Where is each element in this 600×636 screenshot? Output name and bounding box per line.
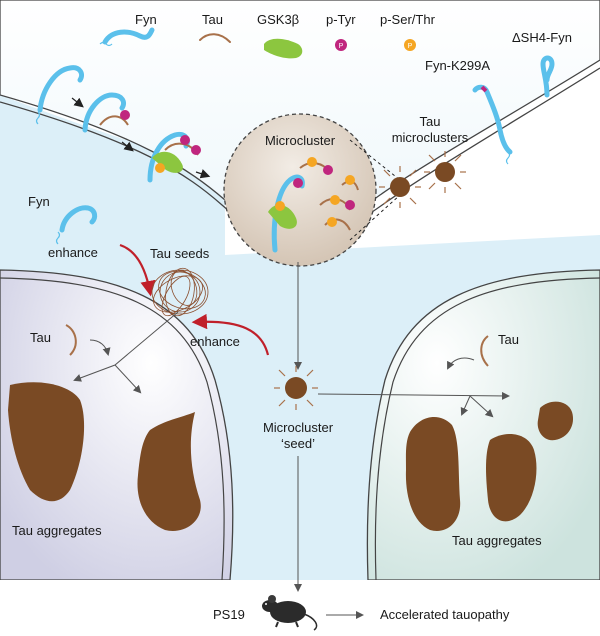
legend-tau-label: Tau: [202, 12, 223, 27]
legend-gsk3b-icon: [264, 38, 303, 59]
tau-aggregate-left-1: [8, 382, 85, 502]
enhance-top-arrow: [119, 243, 156, 297]
microcluster: Microcluster: [223, 113, 377, 267]
tau-left-icon: [65, 324, 77, 356]
tau-aggregates-right-label: Tau aggregates: [452, 533, 542, 548]
tau-right-icon: [480, 335, 489, 367]
legend-ptyr-label: p-Tyr: [326, 12, 356, 27]
dsh4-fyn-icon: [540, 55, 555, 98]
microcluster-seed: [274, 366, 318, 410]
tau-seeds-tangle: [151, 267, 209, 317]
microcluster-seed-label-1: Microcluster: [263, 420, 334, 435]
legend-pserthr-label: p-Ser/Thr: [380, 12, 436, 27]
tau-aggregates-left-label: Tau aggregates: [12, 523, 102, 538]
legend-ptyr-icon: [335, 39, 347, 51]
fyn-k299a-shape: [472, 84, 513, 165]
tau-aggregate-right-2: [486, 434, 537, 522]
legend-pserthr-icon: [404, 39, 416, 51]
enhance-top-label: enhance: [48, 245, 98, 260]
tau-aggregate-left-2: [137, 412, 201, 531]
fyn-tau-progression: [35, 65, 211, 183]
arrow-seed-to-right: [317, 391, 510, 400]
ps19-label: PS19: [213, 607, 245, 622]
tau-microcluster-1: [379, 166, 421, 208]
tau-aggregate-right-3: [537, 401, 574, 441]
ptyr-symbol: P: [339, 43, 344, 50]
tau-microclusters-label-2: microclusters: [392, 130, 469, 145]
zoom-line-bottom: [349, 194, 401, 241]
accelerated-tauopathy-label: Accelerated tauopathy: [380, 607, 510, 622]
fyn-left-label: Fyn: [28, 194, 50, 209]
microcluster-label: Microcluster: [265, 133, 336, 148]
legend-gsk3b-label: GSK3β: [257, 12, 299, 27]
microcluster-seed-label-2: ‘seed’: [281, 436, 315, 451]
legend-fyn-label: Fyn: [135, 12, 157, 27]
tau-right-label: Tau: [498, 332, 519, 347]
pserthr-symbol: P: [408, 43, 413, 50]
tau-left-label: Tau: [30, 330, 51, 345]
fyn-cleft-icon: [59, 205, 98, 233]
legend: Fyn Tau GSK3β p-Tyr P p-Ser/Thr P ΔSH4-F…: [99, 12, 572, 98]
legend-fyn-icon: [102, 27, 155, 45]
tau-seeds-label: Tau seeds: [150, 246, 210, 261]
legend-tau-icon: [199, 33, 231, 43]
zoom-line-top: [349, 139, 401, 181]
mouse-icon: [262, 595, 318, 631]
tau-microclusters-label-1: Tau: [420, 114, 441, 129]
enhance-bottom-label: enhance: [190, 334, 240, 349]
tau-aggregate-right-1: [405, 416, 461, 531]
legend-fyn-k299a-label: Fyn-K299A: [425, 58, 490, 73]
tau-microcluster-2: [424, 151, 466, 193]
legend-dsh4-fyn-label: ΔSH4-Fyn: [512, 30, 572, 45]
enhance-bottom-arrow: [191, 313, 270, 356]
